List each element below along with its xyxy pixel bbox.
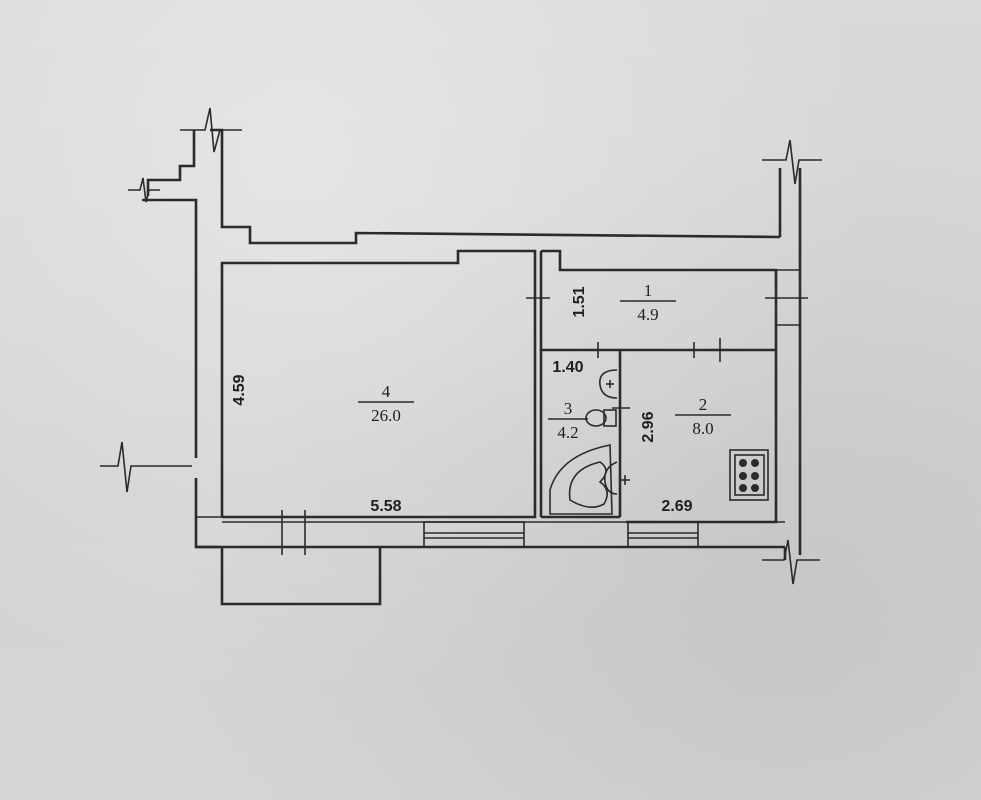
wall-break-symbols	[100, 107, 822, 585]
dim-room1-depth: 1.51	[571, 286, 588, 317]
door-marks	[281, 297, 808, 555]
stove	[729, 449, 769, 501]
room-1-number: 1	[644, 281, 653, 300]
room-1-area: 4.9	[637, 305, 658, 324]
dim-room2-depth: 2.96	[640, 411, 657, 442]
room-labels: 4 26.0 1 4.9 3 4.2 2 8.0	[358, 281, 731, 442]
dim-room3-width: 1.40	[552, 359, 583, 376]
windows	[423, 521, 699, 548]
inner-walls	[196, 249, 800, 524]
dim-room2-width: 2.69	[661, 498, 692, 515]
room-4-number: 4	[382, 382, 391, 401]
outer-walls	[142, 128, 802, 560]
balcony	[220, 547, 382, 606]
bathroom-fixtures	[549, 369, 630, 515]
dim-room4-depth: 4.59	[231, 374, 248, 405]
room-3-area: 4.2	[557, 423, 578, 442]
dimension-labels: 1.51 1.40 2.96 4.59 5.58 2.69	[231, 286, 693, 515]
room-3-number: 3	[564, 399, 573, 418]
room-2-area: 8.0	[692, 419, 713, 438]
room-2-number: 2	[699, 395, 708, 414]
dim-room4-width: 5.58	[370, 498, 401, 515]
room-4-area: 26.0	[371, 406, 401, 425]
